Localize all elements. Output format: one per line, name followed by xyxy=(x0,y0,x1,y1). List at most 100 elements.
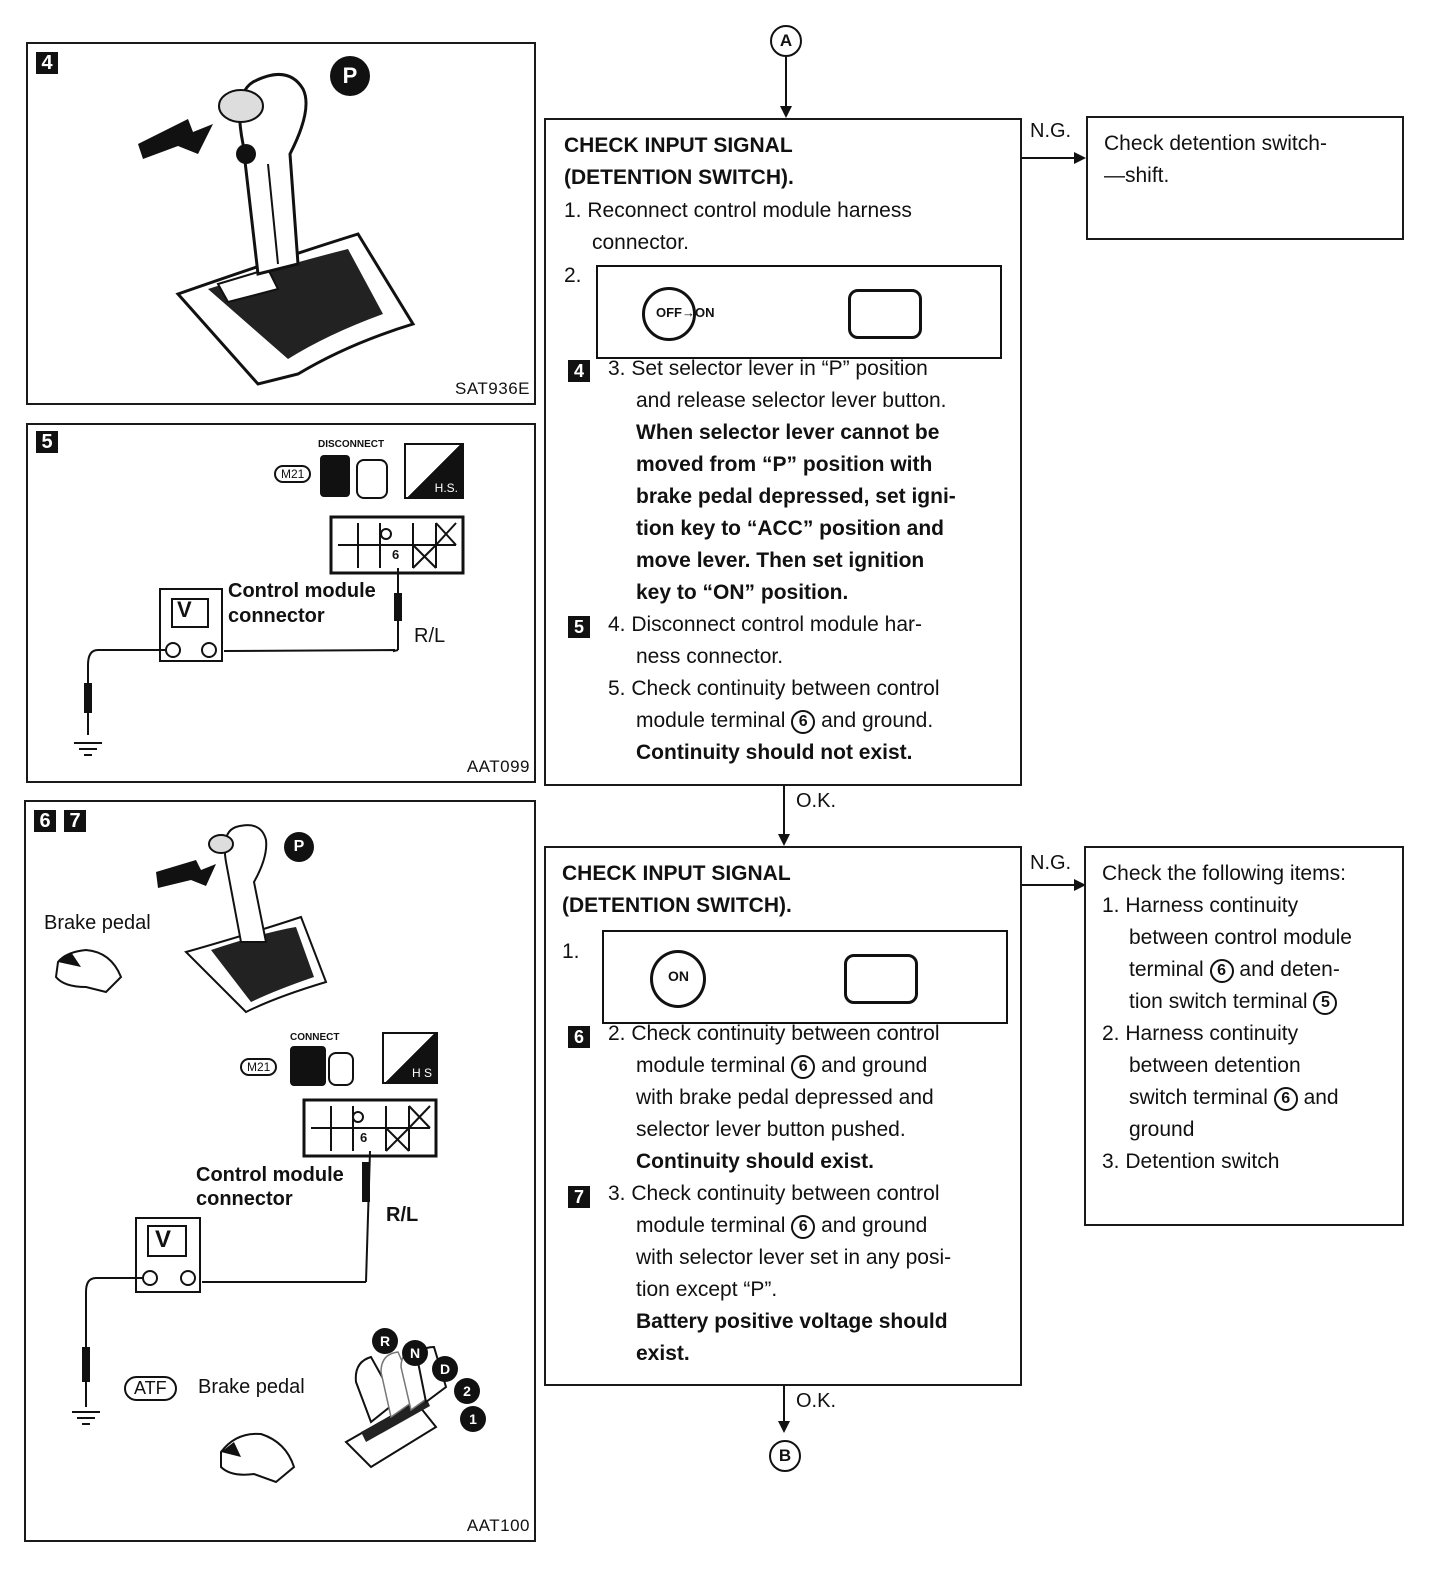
disconnect-connector-icon-half xyxy=(356,459,388,499)
check-box-2: CHECK INPUT SIGNAL (DETENTION SWITCH). 1… xyxy=(544,846,1022,1386)
note-line-2: moved from “P” position with xyxy=(636,453,933,476)
note-line-4: tion key to “ACC” position and xyxy=(636,517,944,540)
step-3-text: 3. Set selector lever in “P” position xyxy=(608,357,928,380)
ng-item-3: 3. Detention switch xyxy=(1102,1150,1280,1173)
ignition-inset: ON xyxy=(602,930,1008,1024)
step-5-terminal-suffix: and ground. xyxy=(821,709,934,732)
wire-color-label: R/L xyxy=(414,625,446,647)
position-2-marker: 2 xyxy=(454,1378,480,1404)
check-title-1: CHECK INPUT SIGNAL xyxy=(564,134,793,157)
engine-off-icon xyxy=(844,954,918,1004)
atf-badge: ATF xyxy=(124,1376,177,1401)
step-3-terminal-prefix: module terminal xyxy=(636,1214,786,1237)
connector-id-badge: M21 xyxy=(274,465,312,483)
ng-item-1-line1: 1. Harness continuity xyxy=(1102,894,1299,917)
step-badge-6: 6 xyxy=(34,810,56,832)
disconnect-label: DISCONNECT xyxy=(318,439,385,450)
step-badge-5: 5 xyxy=(36,431,58,453)
hs-label: H.S. xyxy=(434,481,458,495)
terminal-6-badge: 6 xyxy=(1273,1087,1298,1111)
brake-pedal-label-2: Brake pedal xyxy=(198,1376,305,1398)
note-line-1: When selector lever cannot be xyxy=(636,421,940,444)
step-badge-4: 4 xyxy=(36,52,58,74)
step-1-text: 1. Reconnect control module harness xyxy=(564,199,912,222)
ng-item-1-line2: between control module xyxy=(1129,926,1352,949)
step-3-text-cont: module terminal 6 and ground xyxy=(636,1210,927,1242)
ignition-key-icon xyxy=(650,950,706,1008)
step-4-text-cont: ness connector. xyxy=(636,645,784,668)
pin-label: 6 xyxy=(360,1130,368,1145)
ng-result-box-1: Check detention switch- —shift. xyxy=(1086,116,1404,240)
connector-label-line1: Control module xyxy=(196,1164,344,1186)
illustration-panel-5: 5 DISCONNECT M21 H.S. 6 V Control module… xyxy=(26,423,536,783)
voltmeter-label: V xyxy=(177,597,192,622)
step-3-text-cont: and release selector lever button. xyxy=(636,389,947,412)
illustration-panel-6-7: 6 7 P Brake pedal xyxy=(24,800,536,1542)
check-box-1: CHECK INPUT SIGNAL (DETENTION SWITCH). 1… xyxy=(544,118,1022,786)
connector-grid-5 xyxy=(74,515,465,756)
step-3-text: 3. Check continuity between control xyxy=(608,1182,940,1205)
ng-item-1-line3: terminal 6 and deten- xyxy=(1129,954,1340,986)
connector-b-circle: B xyxy=(769,1440,801,1472)
step-3-terminal-suffix: and ground xyxy=(821,1214,928,1237)
terminal-6-badge: 6 xyxy=(791,710,816,734)
step-2-text-cont: module terminal 6 and ground xyxy=(636,1050,927,1082)
ng-item-2-line3: switch terminal 6 and xyxy=(1129,1082,1339,1114)
ng-item-1-terminal-prefix: terminal xyxy=(1129,958,1204,981)
note-line-5: move lever. Then set ignition xyxy=(636,549,925,572)
hs-label: H S xyxy=(411,1066,432,1080)
figure-code: SAT936E xyxy=(454,379,530,398)
step-1-text-cont: connector. xyxy=(592,231,689,254)
voltmeter-label: V xyxy=(155,1226,172,1253)
step-badge-6: 6 xyxy=(568,1026,590,1048)
note-line-6: key to “ON” position. xyxy=(636,581,849,604)
position-1-marker: 1 xyxy=(460,1406,486,1432)
connector-label-line1: Control module xyxy=(228,580,376,602)
figure-code: AAT099 xyxy=(466,757,530,776)
step-2-terminal-prefix: module terminal xyxy=(636,1054,786,1077)
step-3-text-d: tion except “P”. xyxy=(636,1278,778,1301)
ng-item-1-switch-prefix: tion switch terminal xyxy=(1129,990,1308,1013)
brake-pedal-label: Brake pedal xyxy=(44,912,151,934)
step-badge-5: 5 xyxy=(568,616,590,638)
step-4-text: 4. Disconnect control module har- xyxy=(608,613,922,636)
ng-result-1-line2: —shift. xyxy=(1104,164,1170,187)
ng-label-1: N.G. xyxy=(1030,120,1072,142)
connector-a-circle: A xyxy=(770,25,802,57)
connect-label: CONNECT xyxy=(290,1032,340,1043)
ng-label-2: N.G. xyxy=(1030,852,1072,874)
check-title-2: (DETENTION SWITCH). xyxy=(564,166,794,189)
park-marker: P xyxy=(284,832,314,862)
illustration-panel-4: 4 P SAT936E xyxy=(26,42,536,405)
connector-label-line2: connector xyxy=(228,605,325,627)
step-2-text-d: selector lever button pushed. xyxy=(636,1118,906,1141)
terminal-5-badge: 5 xyxy=(1313,991,1338,1015)
step-badge-7: 7 xyxy=(568,1186,590,1208)
ng-item-2-terminal-prefix: switch terminal xyxy=(1129,1086,1268,1109)
connector-label-line2: connector xyxy=(196,1188,293,1210)
step-5-result: Continuity should not exist. xyxy=(636,741,913,764)
key-off-on-label: OFF→ON xyxy=(656,305,715,320)
check-title-1: CHECK INPUT SIGNAL xyxy=(562,862,791,885)
wire-color-label: R/L xyxy=(386,1204,419,1226)
terminal-6-badge: 6 xyxy=(791,1055,816,1079)
step-5-terminal-prefix: module terminal xyxy=(636,709,786,732)
ng-list-title: Check the following items: xyxy=(1102,862,1346,885)
ng-item-2-line2: between detention xyxy=(1129,1054,1301,1077)
step-2-result: Continuity should exist. xyxy=(636,1150,875,1173)
ignition-inset: OFF→ON xyxy=(596,265,1002,359)
position-r-marker: R xyxy=(372,1328,398,1354)
ng-result-1-line1: Check detention switch- xyxy=(1104,132,1327,155)
step-3-text-c: with selector lever set in any posi- xyxy=(636,1246,952,1269)
key-on-label: ON xyxy=(668,968,689,984)
step-2-text-c: with brake pedal depressed and xyxy=(636,1086,934,1109)
engine-off-icon xyxy=(848,289,922,339)
check-title-2: (DETENTION SWITCH). xyxy=(562,894,792,917)
terminal-6-badge: 6 xyxy=(791,1215,816,1239)
hs-icon: H.S. xyxy=(404,443,464,499)
step-2-terminal-suffix: and ground xyxy=(821,1054,928,1077)
connect-connector-icon xyxy=(290,1046,326,1086)
step-1-label: 1. xyxy=(562,940,580,963)
ok-label-1: O.K. xyxy=(796,790,837,812)
figure-code: AAT100 xyxy=(466,1516,530,1535)
